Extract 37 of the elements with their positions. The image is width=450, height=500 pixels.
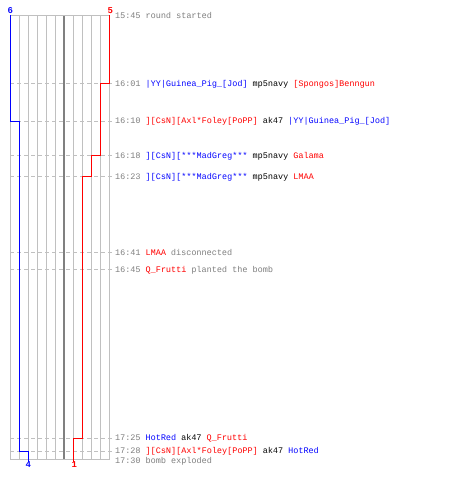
player-name: ][CsN][***MadGreg*** (146, 172, 248, 182)
event-time: 16:41 (115, 248, 141, 258)
weapon-name: mp5navy (252, 79, 288, 89)
event-time: 16:45 (115, 265, 141, 275)
player-count: 1 (72, 460, 77, 470)
weapon-name: ak47 (262, 116, 284, 126)
weapon-name: ak47 (181, 433, 202, 443)
event-text: planted the bomb (191, 265, 273, 275)
player-name: HotRed (146, 433, 176, 443)
player-name: LMAA (293, 172, 314, 182)
event-time: 16:18 (115, 151, 141, 161)
player-name: Galama (293, 151, 324, 161)
player-name: Q_Frutti (146, 265, 186, 275)
event-text: bomb exploded (146, 456, 212, 466)
weapon-name: ak47 (262, 446, 284, 456)
player-name: HotRed (288, 446, 319, 456)
player-name: |YY|Guinea_Pig_[Jod] (146, 79, 248, 89)
event-time: 16:10 (115, 116, 141, 126)
player-name: [Spongos]Benngun (293, 79, 375, 89)
weapon-name: mp5navy (252, 151, 288, 161)
event-time: 16:23 (115, 172, 141, 182)
event-text: round started (146, 11, 212, 21)
event-time: 17:25 (115, 433, 141, 443)
event-time: 17:30 (115, 456, 141, 466)
player-name: ][CsN][Axl*Foley[PoPP] (146, 446, 258, 456)
player-name: LMAA (146, 248, 166, 258)
event-time: 17:28 (115, 446, 141, 456)
weapon-name: mp5navy (252, 172, 288, 182)
event-time: 16:01 (115, 79, 141, 89)
player-name: ][CsN][***MadGreg*** (146, 151, 248, 161)
event-text: disconnected (170, 248, 232, 258)
player-name: Q_Frutti (206, 433, 248, 443)
player-name: ][CsN][Axl*Foley[PoPP] (146, 116, 258, 126)
player-name: |YY|Guinea_Pig_[Jod] (288, 116, 390, 126)
player-count: 6 (8, 6, 13, 16)
player-count: 5 (108, 6, 113, 16)
event-time: 15:45 (115, 11, 141, 21)
